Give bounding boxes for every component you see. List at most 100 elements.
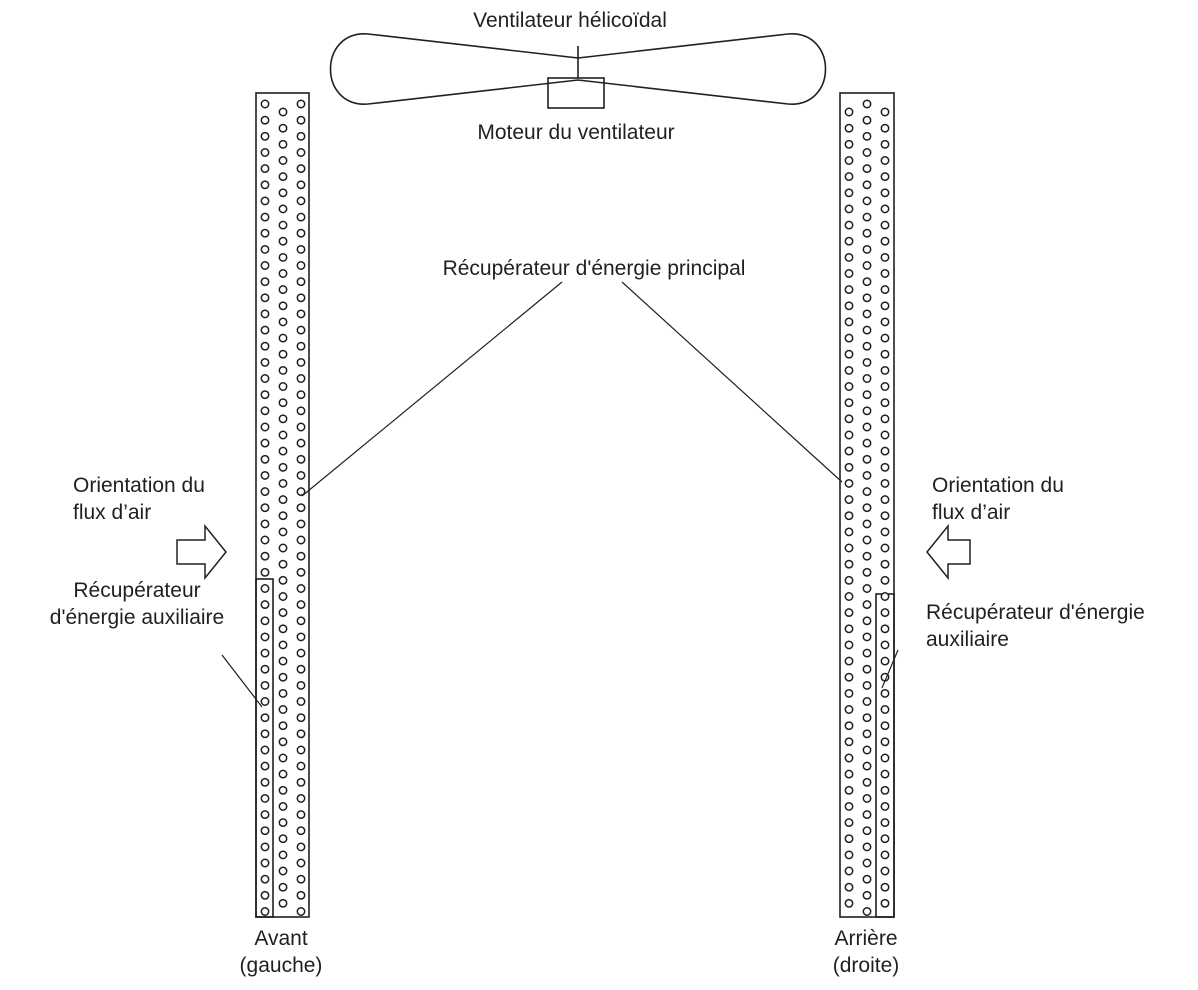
tube-hole bbox=[278, 204, 288, 214]
tube-hole bbox=[844, 898, 854, 908]
tube-hole bbox=[880, 220, 890, 230]
tube-hole bbox=[296, 115, 306, 125]
tube-hole bbox=[296, 761, 306, 771]
tube-hole bbox=[278, 705, 288, 714]
tube-hole bbox=[844, 204, 854, 214]
tube-hole bbox=[278, 834, 288, 844]
coil-frame bbox=[255, 92, 310, 918]
tube-hole bbox=[844, 769, 854, 779]
tube-hole bbox=[844, 688, 854, 698]
tube-hole bbox=[862, 761, 872, 771]
aux-left-label-line2: d'énergie auxiliaire bbox=[50, 606, 224, 629]
tube-hole bbox=[862, 793, 872, 803]
tube-hole bbox=[844, 850, 854, 860]
tube-hole bbox=[880, 495, 890, 505]
tube-hole bbox=[260, 648, 270, 658]
tube-hole bbox=[278, 236, 288, 246]
tube-hole bbox=[296, 600, 306, 610]
tube-hole bbox=[844, 478, 854, 488]
tube-hole bbox=[862, 325, 872, 335]
tube-hole bbox=[880, 107, 890, 117]
tube-hole bbox=[260, 261, 270, 270]
tube-hole bbox=[880, 446, 890, 456]
tube-hole bbox=[278, 107, 288, 117]
airflow-label-right-line1: Orientation du bbox=[932, 474, 1064, 497]
tube-hole bbox=[880, 365, 890, 375]
tube-hole bbox=[296, 470, 306, 480]
tube-hole bbox=[260, 99, 270, 109]
tube-hole bbox=[278, 252, 288, 262]
tube-hole bbox=[862, 890, 872, 900]
tube-hole bbox=[862, 148, 872, 157]
tube-hole bbox=[278, 511, 288, 521]
tube-hole bbox=[844, 188, 854, 198]
tube-hole bbox=[296, 164, 306, 174]
tube-hole bbox=[260, 600, 270, 610]
tube-hole bbox=[278, 882, 288, 892]
motor-label: Moteur du ventilateur bbox=[477, 121, 674, 144]
tube-hole bbox=[862, 277, 872, 287]
tube-hole bbox=[260, 616, 270, 626]
tube-hole bbox=[880, 478, 890, 488]
tube-hole bbox=[260, 810, 270, 820]
tube-hole bbox=[862, 390, 872, 400]
tube-hole bbox=[260, 793, 270, 803]
tube-hole bbox=[278, 543, 288, 553]
tube-hole bbox=[844, 398, 854, 408]
tube-hole bbox=[862, 858, 872, 868]
tube-hole bbox=[880, 753, 890, 763]
tube-hole bbox=[862, 438, 872, 448]
tube-hole bbox=[880, 882, 890, 892]
main-recuperator-leader-left bbox=[301, 281, 563, 497]
tube-hole bbox=[260, 341, 270, 351]
tube-hole bbox=[880, 769, 890, 779]
tube-hole bbox=[880, 462, 890, 472]
tube-hole bbox=[296, 212, 306, 222]
tube-hole bbox=[296, 793, 306, 803]
tube-hole bbox=[260, 874, 270, 884]
tube-hole bbox=[296, 713, 306, 723]
tube-hole bbox=[844, 801, 854, 811]
tube-hole bbox=[844, 559, 854, 569]
tube-hole bbox=[880, 898, 890, 908]
tube-hole bbox=[844, 705, 854, 714]
tube-hole bbox=[880, 269, 890, 278]
main-recuperator-label: Récupérateur d'énergie principal bbox=[443, 257, 746, 280]
tube-hole bbox=[260, 584, 270, 593]
tube-hole bbox=[296, 325, 306, 335]
tube-hole bbox=[260, 826, 270, 836]
tube-hole bbox=[278, 672, 288, 682]
tube-hole bbox=[260, 470, 270, 480]
tube-hole bbox=[880, 252, 890, 262]
tube-hole bbox=[844, 882, 854, 892]
tube-hole bbox=[296, 454, 306, 464]
tube-hole bbox=[260, 293, 270, 303]
tube-hole bbox=[278, 156, 288, 165]
tube-hole bbox=[844, 495, 854, 505]
tube-hole bbox=[862, 293, 872, 303]
tube-hole bbox=[296, 390, 306, 400]
tube-hole bbox=[260, 858, 270, 868]
airflow-arrow-right bbox=[926, 523, 971, 581]
tube-hole bbox=[844, 269, 854, 278]
tube-hole bbox=[296, 341, 306, 351]
tube-hole bbox=[278, 898, 288, 908]
tube-hole bbox=[880, 608, 890, 618]
tube-hole bbox=[260, 309, 270, 319]
tube-hole bbox=[880, 204, 890, 214]
tube-hole bbox=[278, 365, 288, 375]
tube-hole bbox=[296, 180, 306, 190]
tube-hole bbox=[278, 414, 288, 424]
aux-right-label-line2: auxiliaire bbox=[926, 628, 1009, 651]
aux-right-leader bbox=[881, 649, 899, 689]
tube-hole bbox=[880, 818, 890, 828]
tube-hole bbox=[260, 890, 270, 900]
tube-hole bbox=[296, 422, 306, 432]
tube-hole bbox=[880, 559, 890, 569]
tube-hole bbox=[844, 107, 854, 117]
airflow-label-left-line2: flux d’air bbox=[73, 501, 151, 524]
tube-hole bbox=[844, 672, 854, 682]
tube-hole bbox=[880, 285, 890, 295]
front-label-line1: Avant bbox=[254, 927, 307, 950]
front-label-line2: (gauche) bbox=[240, 954, 323, 977]
